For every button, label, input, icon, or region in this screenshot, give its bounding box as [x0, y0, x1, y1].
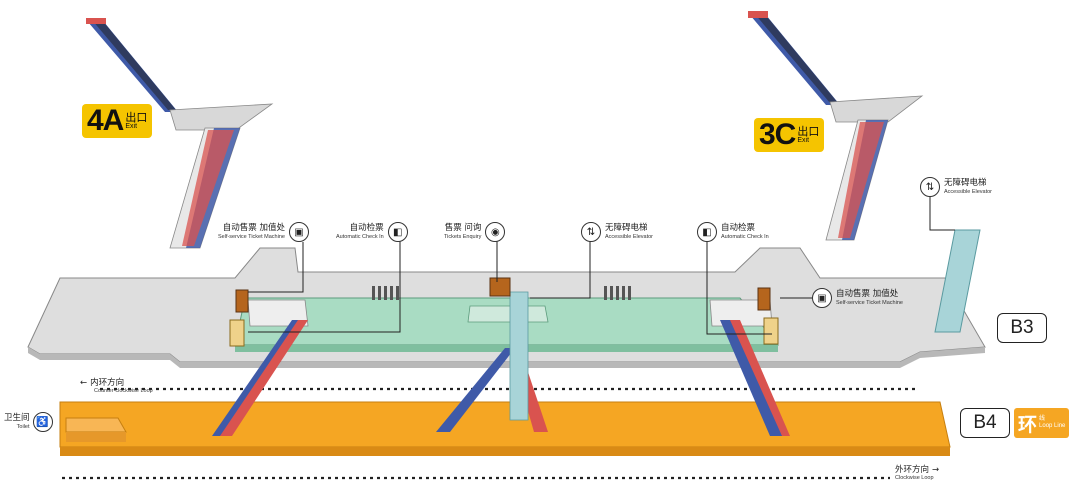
- enquiry-icon: ◉: [485, 222, 506, 242]
- exit-3c-zh: 出口: [797, 125, 820, 138]
- loop-line-badge: 环 线 Loop Line: [1014, 408, 1070, 438]
- toilet-block: [65, 417, 127, 433]
- gate-icon: ◧: [697, 222, 717, 242]
- exit-4a-stair: [86, 18, 274, 249]
- loop-line-zh-sub: 线: [1039, 416, 1046, 423]
- toilet-label: 卫生间 Toilet ♿: [4, 412, 53, 432]
- level-b3-label: B3: [997, 313, 1047, 343]
- elevator-right-label: ⇅ 无障碍电梯 Accessible Elevator: [920, 177, 992, 197]
- level-b4-label: B4: [960, 408, 1010, 438]
- exit-3c-badge: 3C 出口 Exit: [754, 118, 825, 152]
- check-in-right-label: ◧ 自动检票 Automatic Check In: [697, 222, 769, 242]
- exit-4a-badge: 4A 出口 Exit: [82, 104, 153, 138]
- check-in-left-label: 自动检票 Automatic Check In ◧: [336, 222, 408, 242]
- elevator-icon: ⇅: [920, 177, 940, 197]
- elevator-icon: ⇅: [581, 222, 601, 242]
- elevator-shaft: [509, 291, 529, 421]
- fare-gates: [372, 286, 631, 300]
- gate-icon: ◧: [387, 222, 408, 242]
- leader-lines: [248, 195, 955, 335]
- exit-3c-code: 3C: [759, 118, 796, 151]
- b4-platform: [59, 401, 951, 456]
- exit-4a-en: Exit: [125, 123, 138, 130]
- elevator-center-label: ⇅ 无障碍电梯 Accessible Elevator: [581, 222, 653, 242]
- exit-3c-stair: [748, 11, 924, 241]
- toilet-icon: ♿: [32, 412, 53, 432]
- exit-4a-zh: 出口: [125, 111, 148, 124]
- concourse: [234, 297, 780, 352]
- enquiry-label: 售票 问询 Tickets Enquiry ◉: [444, 222, 506, 242]
- ticket-machine-icon: ▣: [812, 288, 832, 308]
- ticket-machine-left-label: 自动售票 加值处 Self-service Ticket Machine ▣: [218, 222, 309, 242]
- platform-escalators: [212, 291, 790, 436]
- ticket-machine-icon: ▣: [288, 222, 309, 242]
- accessible-elevator-tower: [934, 229, 981, 333]
- ticket-machines: [229, 277, 779, 347]
- ticket-machine-right-label: ▣ 自动售票 加值处 Self-service Ticket Machine: [812, 288, 903, 308]
- loop-line-zh: 环: [1018, 413, 1038, 436]
- enquiry-booth: [489, 277, 511, 297]
- exit-3c-en: Exit: [797, 137, 810, 144]
- exit-4a-code: 4A: [87, 104, 124, 137]
- loop-line-en: Loop Line: [1039, 423, 1066, 429]
- outer-loop-direction: 外环方向 → Clockwise Loop: [895, 465, 940, 482]
- inner-loop-direction: ← 内环方向 Counter-clockwise Loop: [80, 378, 153, 395]
